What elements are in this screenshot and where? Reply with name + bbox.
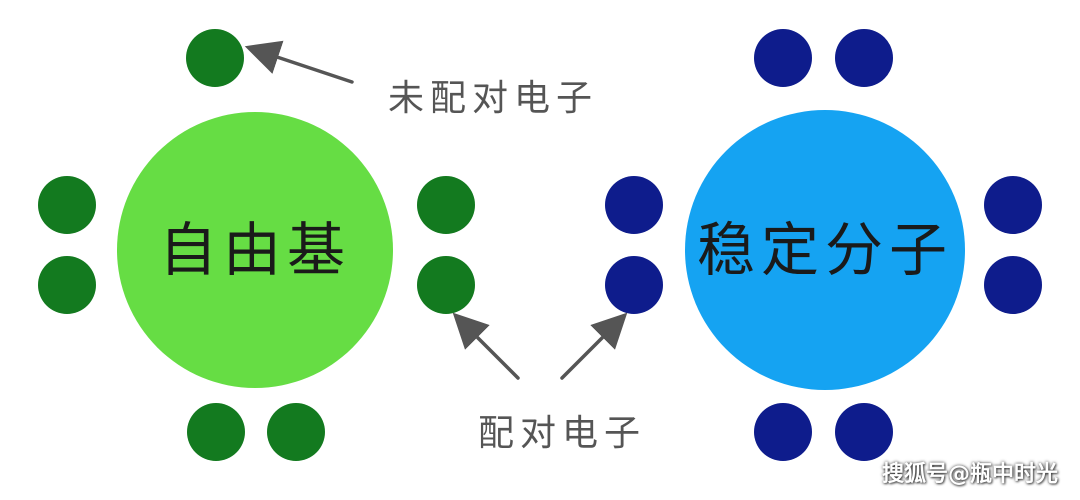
electron (605, 176, 663, 234)
stable-molecule-label: 稳定分子 (697, 216, 953, 284)
paired-arrow-right (560, 312, 628, 380)
paired-electron-callout: 配对电子 (478, 413, 646, 454)
watermark: 搜狐号@瓶中时光 (881, 462, 1058, 487)
unpaired-arrow (244, 40, 354, 84)
electron (38, 176, 96, 234)
electron (417, 176, 475, 234)
free-radical-label: 自由基 (159, 216, 351, 284)
electron (417, 256, 475, 314)
stable-molecule-group: 稳定分子 (605, 29, 1042, 461)
electron (835, 29, 893, 87)
electron (38, 256, 96, 314)
electron (984, 256, 1042, 314)
electron (605, 256, 663, 314)
unpaired-electron (186, 29, 244, 87)
electron (754, 403, 812, 461)
unpaired-electron-callout: 未配对电子 (388, 78, 598, 119)
electron (835, 403, 893, 461)
electron (984, 176, 1042, 234)
stable-molecule-nucleus (685, 110, 965, 390)
paired-arrow-left (452, 312, 520, 380)
free-radical-group: 自由基 (38, 29, 475, 461)
electron (267, 403, 325, 461)
free-radical-nucleus (117, 112, 393, 388)
electron (754, 29, 812, 87)
electron (187, 403, 245, 461)
